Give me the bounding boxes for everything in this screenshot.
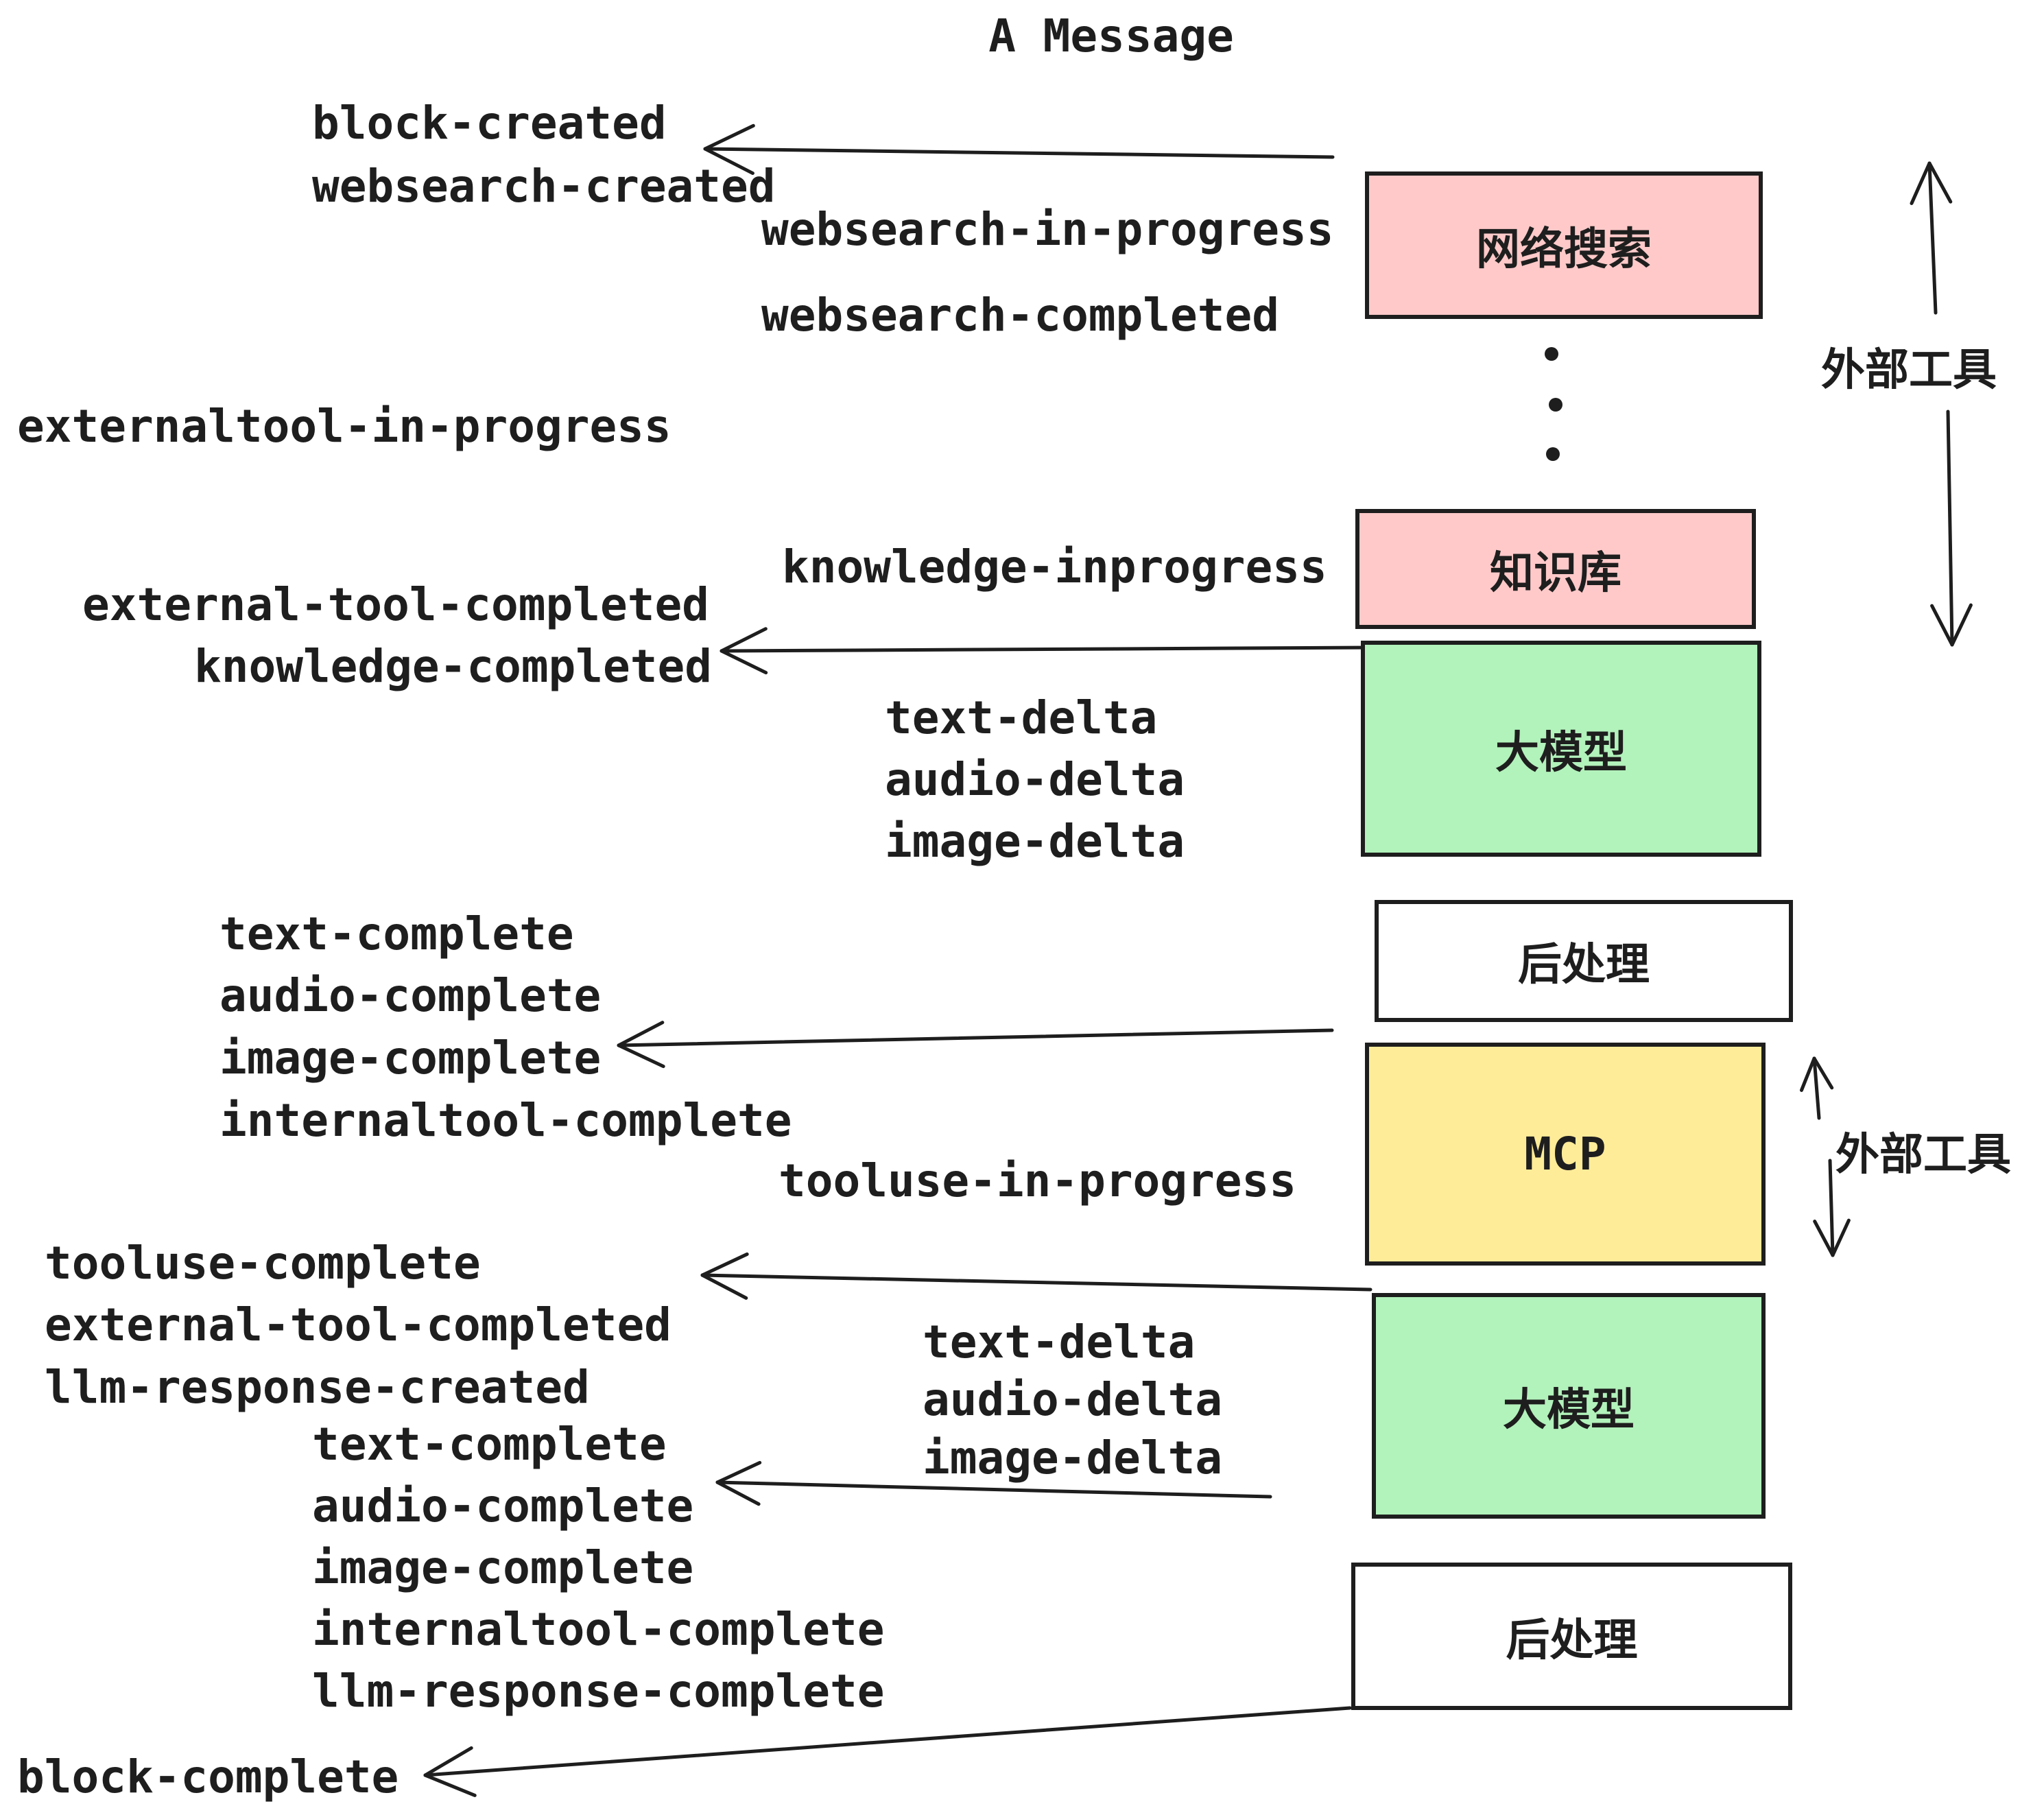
event-internaltool-complete: internaltool-complete (219, 1094, 792, 1147)
external-tools-up-arrow-top (1910, 161, 1953, 315)
event-externaltool-in-progress: externaltool-in-progress (17, 400, 672, 453)
event-image-complete: image-complete (219, 1032, 602, 1084)
event-knowledge-inprogress: knowledge-inprogress (782, 541, 1327, 593)
arrow-to-block-complete (423, 1706, 1352, 1797)
external-tools-label-mid: 外部工具 (1835, 1130, 2011, 1180)
box-llm-1-label: 大模型 (1495, 727, 1627, 779)
arrow-to-image-complete (617, 1021, 1334, 1069)
event-block-complete: block-complete (17, 1750, 399, 1803)
box-knowledge-label: 知识库 (1490, 547, 1621, 599)
box-llm-2: 大模型 (1372, 1293, 1766, 1519)
box-mcp: MCP (1365, 1043, 1766, 1266)
event-image-delta: image-delta (885, 815, 1185, 868)
event-block-created: block-created (312, 97, 667, 150)
event-audio-delta: audio-delta (885, 753, 1185, 806)
event-image-delta-2: image-delta (923, 1432, 1223, 1484)
event-tooluse-complete: tooluse-complete (45, 1237, 481, 1290)
event-text-complete: text-complete (219, 907, 574, 960)
event-audio-delta-2: audio-delta (923, 1373, 1223, 1426)
box-knowledge: 知识库 (1355, 509, 1756, 629)
box-mcp-label: MCP (1524, 1128, 1606, 1180)
box-llm-2-label: 大模型 (1503, 1384, 1635, 1436)
event-llm-response-created: llm-response-created (45, 1361, 590, 1414)
event-audio-complete-2: audio-complete (312, 1480, 694, 1532)
box-post-2: 后处理 (1351, 1563, 1792, 1710)
arrow-to-knowledge-completed (720, 627, 1372, 675)
event-tooluse-in-progress: tooluse-in-progress (779, 1154, 1296, 1207)
ellipsis-dot (1549, 398, 1562, 412)
box-websearch-label: 网络搜索 (1476, 224, 1652, 275)
event-image-complete-2: image-complete (312, 1541, 694, 1594)
box-websearch: 网络搜索 (1365, 171, 1763, 319)
event-knowledge-completed: knowledge-completed (194, 640, 712, 693)
external-tools-down-arrow-top (1930, 410, 1973, 647)
event-websearch-in-progress: websearch-in-progress (761, 203, 1334, 256)
event-llm-response-complete: llm-response-complete (312, 1665, 885, 1718)
event-text-delta: text-delta (885, 691, 1158, 744)
box-post-1-label: 后处理 (1518, 940, 1650, 990)
event-internaltool-complete-2: internaltool-complete (312, 1603, 885, 1656)
event-external-tool-completed-2: external-tool-completed (45, 1298, 672, 1351)
diagram-title: A Message (988, 10, 1234, 62)
event-external-tool-completed: external-tool-completed (82, 578, 709, 631)
event-websearch-created: websearch-created (312, 160, 776, 213)
ellipsis-dot (1546, 447, 1560, 461)
arrow-to-tooluse-complete (700, 1252, 1372, 1300)
box-post-2-label: 后处理 (1506, 1615, 1638, 1666)
box-llm-1: 大模型 (1361, 641, 1761, 857)
arrow-to-websearch-created (703, 123, 1335, 176)
event-text-complete-2: text-complete (312, 1418, 667, 1471)
box-post-1: 后处理 (1375, 900, 1793, 1022)
event-websearch-completed: websearch-completed (761, 289, 1279, 342)
event-audio-complete: audio-complete (219, 969, 602, 1022)
ellipsis-dot (1545, 347, 1558, 361)
event-text-delta-2: text-delta (923, 1316, 1196, 1368)
external-tools-up-arrow-mid (1799, 1056, 1834, 1120)
external-tools-label-top: 外部工具 (1821, 345, 1997, 396)
